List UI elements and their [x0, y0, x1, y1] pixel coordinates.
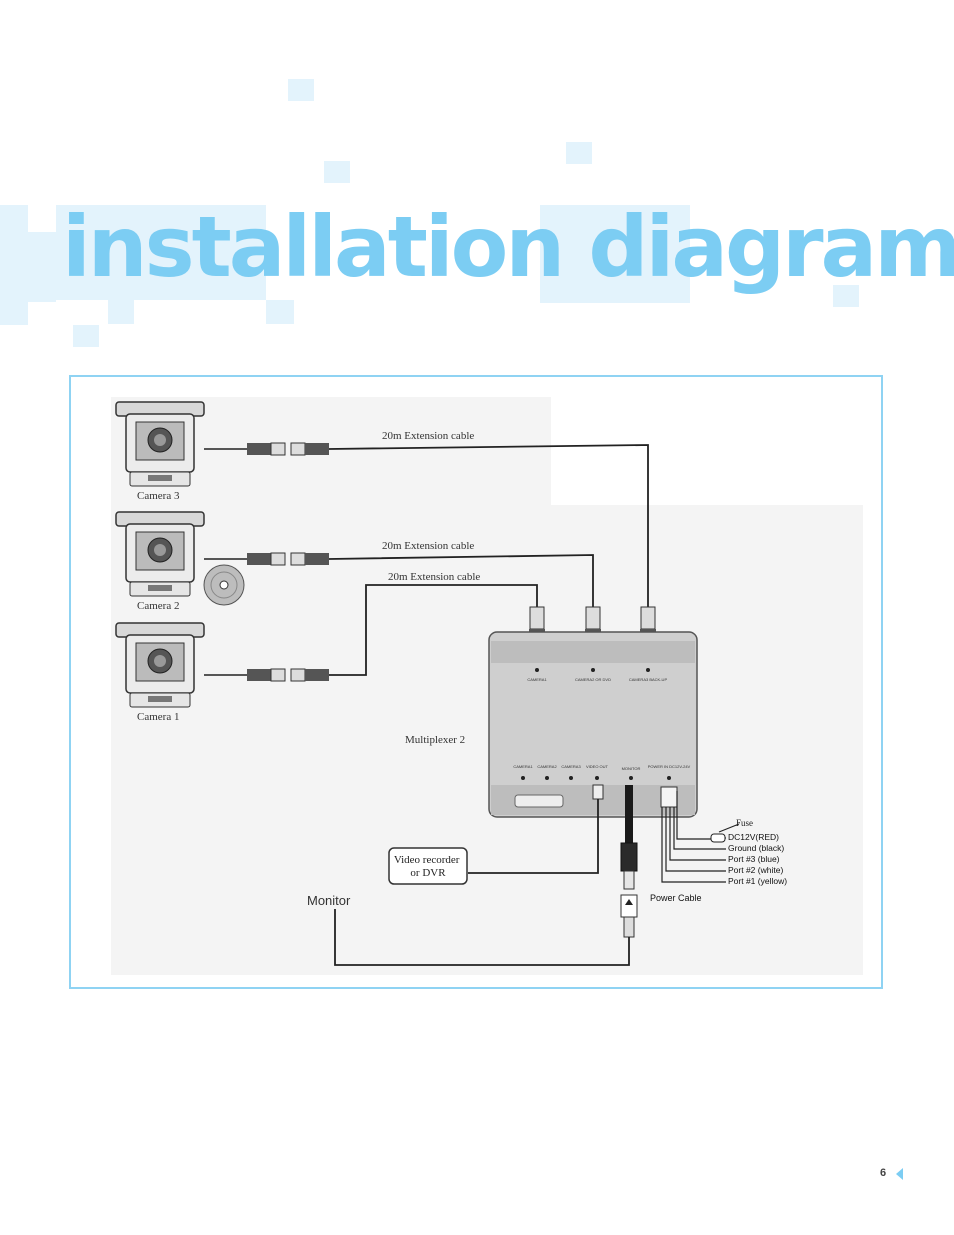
- cable-3-line: [328, 444, 649, 607]
- cd-disc-icon: [203, 564, 245, 606]
- port-bottom-camera3: CAMERA3: [561, 764, 581, 769]
- video-out-cable: [468, 799, 599, 874]
- decor-square: [56, 205, 266, 300]
- video-recorder-label: Video recorder or DVR: [394, 854, 462, 879]
- port-top-camera3: CAMERA3 BACK-UP: [629, 677, 668, 682]
- port-bottom-camera1: CAMERA1: [513, 764, 533, 769]
- multiplexer-box: [488, 631, 698, 818]
- port-bottom-monitor: MONITOR: [622, 766, 641, 771]
- cable-1-connectors: [204, 668, 329, 682]
- decor-square: [833, 285, 859, 307]
- cable-2-label: 20m Extension cable: [382, 540, 474, 552]
- camera-1-label: Camera 1: [137, 711, 179, 723]
- page-title: installation diagram: [62, 198, 954, 296]
- monitor-connector: [620, 894, 638, 918]
- cable-2-line: [328, 554, 594, 607]
- fuse-icon: [710, 823, 740, 843]
- diagram-frame: Camera 3 Camera 2 Camera: [69, 375, 883, 989]
- decor-square: [0, 205, 28, 325]
- page-number: 6: [880, 1167, 887, 1179]
- monitor-label: Monitor: [307, 893, 351, 908]
- decor-square: [324, 161, 350, 183]
- camera-3-label: Camera 3: [137, 490, 180, 502]
- wire-ground: [673, 807, 726, 850]
- cable-1-line: [329, 584, 538, 676]
- port-bottom-video-out: VIDEO OUT: [586, 764, 609, 769]
- multiplexer-label: Multiplexer 2: [405, 734, 465, 746]
- power-connector: [660, 786, 678, 808]
- wire-label-port2: Port #2 (white): [728, 865, 783, 875]
- decor-square: [73, 325, 99, 347]
- wire-label-dc12v: DC12V(RED): [728, 832, 779, 842]
- installation-diagram: Camera 3 Camera 2 Camera: [111, 397, 863, 975]
- decor-square: [108, 300, 134, 324]
- wire-dc12v: [676, 791, 711, 840]
- monitor-cable: [625, 785, 633, 843]
- wire-label-port3: Port #3 (blue): [728, 854, 780, 864]
- decor-square: [288, 79, 314, 101]
- cable-1-label: 20m Extension cable: [388, 571, 480, 583]
- camera-3-icon: [115, 401, 205, 487]
- page-arrow-icon: [896, 1168, 903, 1180]
- decor-square: [28, 232, 56, 302]
- decor-square: [266, 300, 294, 324]
- decor-square: [540, 205, 690, 303]
- port-bottom-power-in: POWER IN DC12V-24V: [648, 764, 691, 769]
- multiplexer-slot: [514, 794, 564, 808]
- wire-port3: [669, 807, 726, 861]
- port-top-camera2: CAMERA2 OR DVD: [575, 677, 611, 682]
- decor-square: [566, 142, 592, 164]
- monitor-plug: [620, 842, 638, 872]
- wire-port2: [665, 807, 726, 872]
- wire-port1: [661, 807, 726, 883]
- wire-label-port1: Port #1 (yellow): [728, 876, 787, 886]
- fuse-label: Fuse: [736, 818, 753, 828]
- camera-1-icon: [115, 622, 205, 708]
- video-recorder-box: [388, 847, 468, 885]
- cable-3-connectors: [204, 442, 329, 456]
- port-top-camera1: CAMERA1: [527, 677, 547, 682]
- wire-label-ground: Ground (black): [728, 843, 784, 853]
- camera-2-label: Camera 2: [137, 600, 179, 612]
- cable-2-connectors: [204, 552, 329, 566]
- port-bottom-camera2: CAMERA2: [537, 764, 557, 769]
- camera-2-icon: [115, 511, 205, 597]
- cable-3-label: 20m Extension cable: [382, 430, 474, 442]
- monitor-line: [334, 909, 630, 966]
- power-cable-label: Power Cable: [650, 893, 702, 903]
- video-out-connector: [592, 784, 604, 800]
